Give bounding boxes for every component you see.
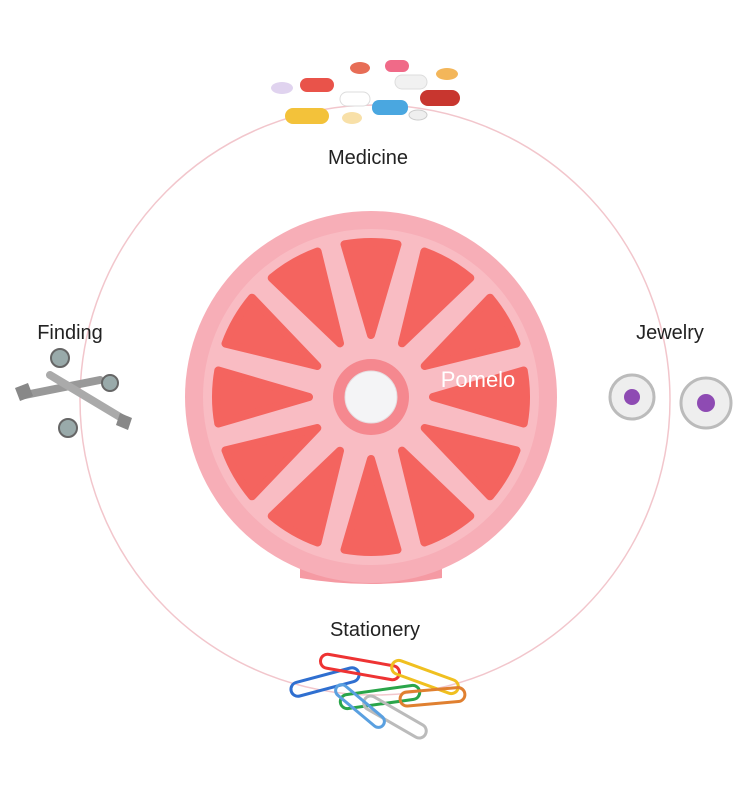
- paperclips-icon: [289, 652, 467, 740]
- pills-icon: [271, 60, 460, 124]
- earrings-icon: [608, 373, 733, 430]
- compartment: [429, 366, 530, 428]
- compartment: [340, 455, 402, 556]
- compartment: [267, 247, 344, 348]
- rotate-button[interactable]: [344, 370, 398, 424]
- compartment: [267, 446, 344, 547]
- brand-text: Pomelo: [441, 367, 516, 392]
- use-label-stationery: Stationery: [329, 619, 421, 641]
- compartment: [212, 366, 313, 428]
- pill-box: Pomelo: [185, 211, 557, 584]
- compartment: [221, 293, 322, 370]
- compartment: [340, 238, 402, 339]
- compartment: [398, 446, 475, 547]
- use-label-jewelry: Jewelry: [636, 322, 704, 344]
- use-label-medicine: Medicine: [327, 147, 409, 169]
- compartment: [420, 293, 521, 370]
- bolts-nuts-icon: [15, 348, 132, 438]
- compartment: [420, 424, 521, 501]
- compartments: [212, 238, 530, 556]
- compartment: [221, 424, 322, 501]
- use-label-finding: Finding: [37, 322, 103, 344]
- compartment: [398, 247, 475, 348]
